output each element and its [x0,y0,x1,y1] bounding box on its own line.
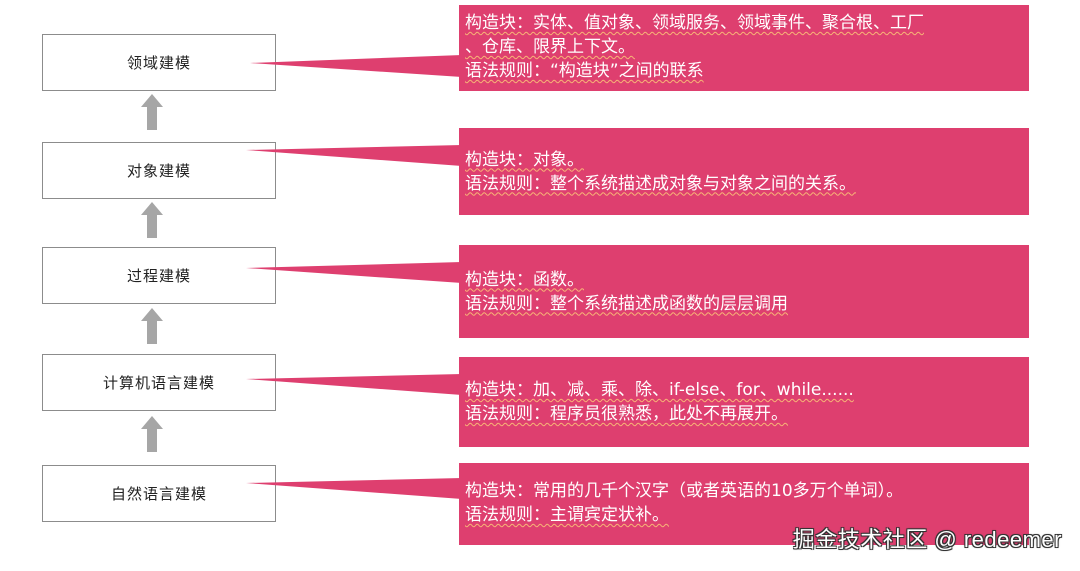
building-blocks-text: 构造块：对象。 [465,149,584,170]
level-label: 过程建模 [126,267,191,285]
callout-procedural-modeling: 构造块：函数。 语法规则：整个系统描述成函数的层层调用 [459,245,1029,338]
callout-domain-modeling: 构造块：实体、值对象、领域服务、领域事件、聚合根、工厂 、仓库、限界上下文。 语… [459,5,1029,91]
level-label: 领域建模 [126,54,191,72]
building-blocks-text-continued: 、仓库、限界上下文。 [465,37,635,57]
grammar-rules-text: 语法规则：程序员很熟悉，此处不再展开。 [465,404,788,424]
grammar-rules-text: 语法规则：整个系统描述成函数的层层调用 [465,293,788,314]
callout-natural-language-modeling: 构造块：常用的几千个汉字（或者英语的10多万个单词）。 语法规则：主谓宾定状补。 [459,463,1029,545]
callout-pointer [246,478,462,499]
callout-pointer [250,55,462,77]
watermark: 掘金技术社区 @ redeemer [792,527,1062,552]
callout-pointer [246,374,462,395]
callout-computer-language-modeling: 构造块：加、减、乘、除、if-else、for、while...... 语法规则… [459,357,1029,447]
level-box-object-modeling: 对象建模 [42,142,276,199]
grammar-rules-text: 语法规则：主谓宾定状补。 [465,505,669,525]
callout-pointer [246,262,462,283]
arrow-up-icon [141,94,163,130]
grammar-rules-text: 语法规则：整个系统描述成对象与对象之间的关系。 [465,173,856,194]
level-box-procedural-modeling: 过程建模 [42,247,276,304]
building-blocks-text: 构造块：函数。 [465,269,584,290]
callout-object-modeling: 构造块：对象。 语法规则：整个系统描述成对象与对象之间的关系。 [459,128,1029,215]
arrow-up-icon [141,308,163,344]
level-label: 自然语言建模 [110,485,207,503]
level-label: 对象建模 [126,162,191,180]
level-box-natural-language-modeling: 自然语言建模 [42,465,276,522]
callout-pointer [246,145,462,166]
level-box-domain-modeling: 领域建模 [42,34,276,91]
arrow-up-icon [141,416,163,452]
building-blocks-text: 构造块：实体、值对象、领域服务、领域事件、聚合根、工厂 [465,13,924,33]
level-box-computer-language-modeling: 计算机语言建模 [42,354,276,411]
building-blocks-text: 构造块：加、减、乘、除、if-else、for、while...... [465,380,854,400]
arrow-up-icon [141,202,163,238]
building-blocks-text: 构造块：常用的几千个汉字（或者英语的10多万个单词）。 [465,481,904,501]
grammar-rules-text: 语法规则：“构造块”之间的联系 [465,61,704,81]
level-label: 计算机语言建模 [102,374,215,392]
